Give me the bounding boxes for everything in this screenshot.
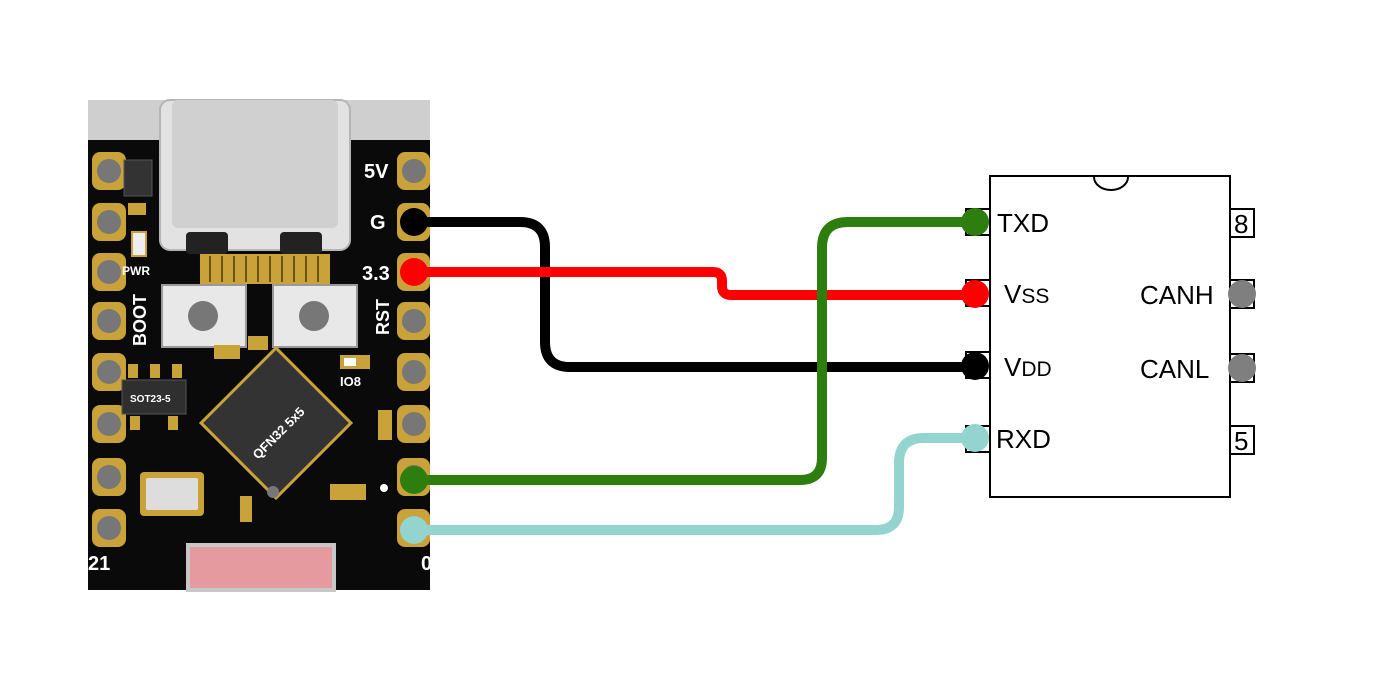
label-pin-21: 21 xyxy=(88,553,110,575)
label-canh: CANH xyxy=(1140,280,1214,310)
label-boot: BOOT xyxy=(130,294,150,346)
reset-button xyxy=(272,284,358,348)
gnd-wire xyxy=(409,217,980,372)
crystal-body xyxy=(146,478,198,510)
regulator xyxy=(123,159,153,197)
gnd-end-chip xyxy=(961,352,989,380)
smd-part xyxy=(344,358,356,366)
ic-body xyxy=(989,175,1231,498)
antenna xyxy=(186,543,336,592)
txd-end-chip xyxy=(961,208,989,236)
esp32-board: 5V G 3.3 RST BOOT PWR IO8 SOT23-5 QFN32 … xyxy=(88,99,432,592)
label-rst: RST xyxy=(373,299,393,335)
fiducial xyxy=(380,484,388,492)
label-canl: CANL xyxy=(1140,354,1209,384)
pwr-led xyxy=(131,231,147,257)
label-pin-5: 5 xyxy=(1234,426,1248,456)
label-pin-8: 8 xyxy=(1234,209,1248,239)
left-pad xyxy=(92,405,126,443)
left-pad xyxy=(92,509,126,547)
boot-button xyxy=(161,284,247,348)
usb-c-connector xyxy=(159,99,351,284)
label-vss: VSS xyxy=(1004,279,1049,309)
txd-wire xyxy=(409,217,980,485)
ic-notch xyxy=(1093,176,1129,191)
label-txd: TXD xyxy=(997,208,1049,238)
left-pin-header xyxy=(92,152,126,547)
txd-end-board xyxy=(400,466,428,494)
left-pad xyxy=(92,152,126,190)
power-end-board xyxy=(400,258,428,286)
power-end-chip xyxy=(961,280,989,308)
sot23-package xyxy=(121,364,187,430)
label-gnd: G xyxy=(370,212,386,234)
left-pad xyxy=(92,302,126,340)
label-rxd: RXD xyxy=(996,424,1051,454)
label-5v: 5V xyxy=(364,161,389,183)
power-wire xyxy=(409,267,980,300)
right-pad xyxy=(397,302,430,340)
smd-part xyxy=(330,484,366,500)
rxd-end-board xyxy=(400,516,428,544)
smd-part xyxy=(214,345,240,359)
label-sot: SOT23-5 xyxy=(130,394,171,405)
gnd-end-board xyxy=(400,208,428,236)
label-vdd: VDD xyxy=(1004,352,1052,382)
smd-part xyxy=(378,410,392,440)
right-pad xyxy=(397,405,430,443)
left-pad xyxy=(92,458,126,496)
rxd-end-chip xyxy=(961,424,989,452)
label-33: 3.3 xyxy=(362,263,390,285)
left-pad xyxy=(92,203,126,241)
smd-part xyxy=(248,336,268,350)
capacitor xyxy=(128,203,146,215)
mcu-chip xyxy=(198,345,354,501)
label-io8: IO8 xyxy=(340,374,361,389)
label-pwr: PWR xyxy=(122,264,150,278)
canh-pin-dot xyxy=(1228,280,1256,308)
label-pin-0: 0 xyxy=(421,553,432,575)
rxd-wire xyxy=(409,433,980,535)
smd-part xyxy=(240,496,252,522)
left-pad xyxy=(92,353,126,391)
pin-stub-5 xyxy=(1229,425,1255,455)
right-pad xyxy=(397,353,430,391)
left-pad xyxy=(92,253,126,291)
can-transceiver: TXD VSS VDD RXD 8 CANH CANL 5 xyxy=(965,175,1256,498)
canl-pin-dot xyxy=(1228,354,1256,382)
pin-stub-8 xyxy=(1229,208,1255,238)
right-pad xyxy=(397,152,430,190)
wires xyxy=(400,208,989,544)
